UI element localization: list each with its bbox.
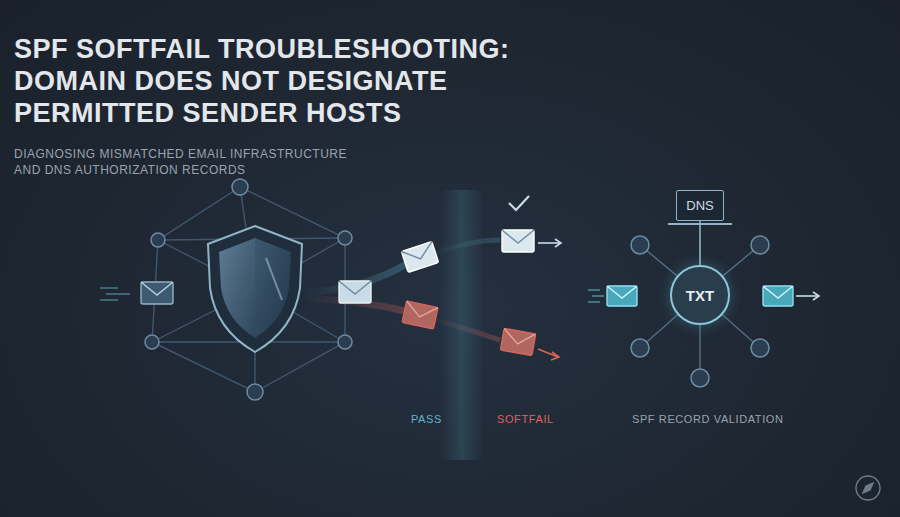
compass-icon bbox=[856, 476, 880, 500]
connector-line bbox=[699, 221, 701, 265]
network-nodes bbox=[145, 179, 352, 400]
txt-record-hub: TXT bbox=[670, 265, 730, 325]
diagram-title: SPF SOFTFAIL TROUBLESHOOTING: DOMAIN DOE… bbox=[14, 33, 574, 129]
node-text: DNS bbox=[686, 198, 713, 213]
envelope-icon bbox=[763, 286, 793, 306]
flow-arrow bbox=[538, 349, 559, 360]
flow-arrow bbox=[796, 292, 819, 300]
motion-lines bbox=[100, 288, 130, 300]
divider-line bbox=[461, 195, 463, 455]
node-text: TXT bbox=[686, 287, 714, 304]
envelope-icon bbox=[339, 281, 371, 303]
flow-trail bbox=[430, 240, 500, 255]
envelope-icon bbox=[502, 230, 534, 252]
hub-spokes bbox=[640, 245, 760, 378]
envelope-icon bbox=[607, 286, 637, 306]
shield-icon bbox=[208, 226, 302, 352]
envelope-icon bbox=[500, 328, 535, 355]
status-label: PASS bbox=[411, 413, 442, 425]
section-label: SPF RECORD VALIDATION bbox=[632, 413, 784, 425]
check-mark bbox=[509, 196, 529, 210]
hub-satellites bbox=[631, 236, 769, 387]
flow-arrow bbox=[538, 239, 561, 247]
flow-trail bbox=[300, 262, 410, 292]
divider-glow bbox=[440, 190, 484, 460]
flow-trail bbox=[430, 318, 500, 340]
envelope-icon bbox=[402, 301, 438, 329]
envelope-icon bbox=[401, 242, 438, 273]
flow-trail bbox=[300, 298, 410, 312]
motion-lines bbox=[588, 290, 604, 302]
status-label: SOFTFAIL bbox=[497, 413, 554, 425]
laptop-base bbox=[668, 223, 732, 225]
network-mesh bbox=[152, 187, 345, 392]
subtitle: DIAGNOSING MISMATCHED EMAIL INFRASTRUCTU… bbox=[14, 146, 374, 178]
dns-monitor: DNS bbox=[676, 190, 724, 221]
envelope-icon bbox=[141, 282, 173, 304]
